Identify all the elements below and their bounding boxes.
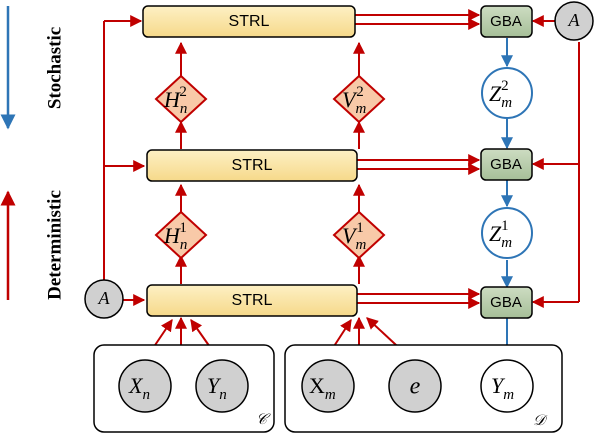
deterministic-label: Deterministic: [44, 190, 65, 300]
target-node-x: Xm: [301, 359, 355, 413]
svg-text:Yn: Yn: [207, 373, 227, 403]
gba-block-top: GBA: [480, 5, 533, 38]
target-node-y: Ym: [480, 359, 534, 413]
strl-block-bot: STRL: [146, 284, 358, 317]
strl-gba-links-bot: [355, 288, 481, 309]
strl-diamond-links: [175, 41, 365, 284]
strl-block-top: STRL: [142, 5, 356, 38]
svg-text:A: A: [568, 10, 581, 30]
adjacency-node-bottom-left: A: [84, 279, 124, 319]
gba-bot-label: GBA: [490, 294, 522, 311]
target-node-e: e: [388, 359, 442, 413]
svg-text:Xn: Xn: [128, 373, 150, 403]
stochastic-label: Stochastic: [44, 27, 65, 109]
svg-text:Ym: Ym: [491, 373, 514, 403]
svg-text:Zm2: Zm2: [489, 78, 512, 111]
gba-top-label: GBA: [490, 13, 522, 30]
diamond-v2: Vm2: [332, 74, 386, 124]
diamond-h1: Hn1: [154, 210, 208, 260]
svg-text:Hn2: Hn2: [163, 84, 187, 117]
strl-gba-links-mid: [355, 154, 481, 175]
gba-block-bot: GBA: [480, 286, 533, 319]
strl-top-label: STRL: [229, 13, 270, 30]
diamond-h2: Hn2: [154, 74, 208, 124]
gba-block-mid: GBA: [480, 148, 533, 181]
svg-text:Vm2: Vm2: [342, 84, 366, 117]
svg-text:Hn1: Hn1: [163, 220, 187, 253]
target-set-label: 𝒟: [533, 413, 548, 429]
svg-text:e: e: [410, 374, 421, 400]
strl-block-mid: STRL: [146, 149, 358, 182]
gba-mid-label: GBA: [490, 156, 522, 173]
svg-text:A: A: [98, 288, 111, 308]
context-node-y: Yn: [195, 359, 249, 413]
svg-text:Xm: Xm: [309, 373, 336, 403]
diamond-v1: Vm1: [332, 210, 386, 260]
latent-z2: Zm2: [481, 67, 533, 119]
svg-text:Vm1: Vm1: [342, 220, 366, 253]
context-node-x: Xn: [118, 359, 172, 413]
adjacency-node-top-right: A: [554, 1, 594, 41]
latent-z1: Zm1: [481, 207, 533, 259]
svg-text:Zm1: Zm1: [489, 218, 512, 251]
strl-bot-label: STRL: [232, 292, 273, 309]
strl-mid-label: STRL: [232, 157, 273, 174]
strl-gba-links-top: [355, 9, 481, 30]
